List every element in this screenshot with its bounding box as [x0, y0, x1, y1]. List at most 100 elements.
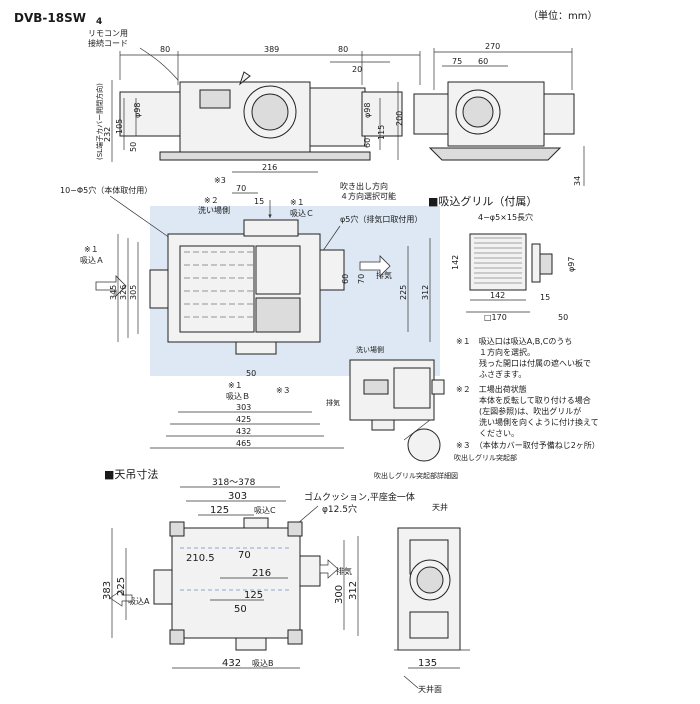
note3b-mark: ※３: [276, 386, 291, 395]
plan-intake-c-duct: [243, 219, 299, 237]
note1a-mark: ※１: [84, 245, 99, 254]
note1c-mark: ※１: [290, 198, 305, 207]
intake-b-label: 吸込Ｂ: [226, 392, 250, 401]
ceiling-face-label: 天井面: [418, 684, 442, 694]
plan-intake-a-duct: [149, 269, 169, 309]
ceiling-intake-a-duct: [153, 569, 173, 605]
cushion-tl: [169, 521, 185, 537]
ceiling-panel: [159, 151, 371, 161]
intake-grille: ■吸込グリル（付属） 4−φ5×15長穴 142 φ97 142 15 □170…: [428, 194, 576, 322]
plan-exhaust-duct: [319, 249, 345, 291]
inset-duct-right: [431, 379, 445, 395]
dim-60p: 60: [341, 274, 350, 284]
outlet-dir-2: ４方向選択可能: [340, 191, 396, 201]
grille-title: ■吸込グリル（付属）: [428, 194, 537, 208]
dim-465: 465: [236, 439, 251, 448]
model-title: DVB-18SW: [14, 11, 86, 25]
ceiling-intake-c: 吸込C: [254, 506, 276, 515]
dim-phi98: φ98: [133, 103, 142, 118]
remocon-label-1: リモコン用: [88, 29, 128, 38]
note3-top: ※3: [214, 176, 226, 185]
side-ceiling-panel: [428, 147, 562, 161]
rubber-label: ゴムクッション,平座金一体: [304, 491, 415, 503]
grille-slats: [474, 237, 522, 284]
dim-312: 312: [421, 285, 430, 300]
note-2: ※２ 工場出荷状態: [456, 384, 527, 394]
ceiling-label: 天井: [432, 502, 448, 512]
plan-label-plate: [255, 297, 301, 333]
note-2d: 洗い場側を向くように付け換えて: [479, 417, 599, 427]
dim-34: 34: [573, 176, 582, 186]
dim-80: 80: [160, 45, 170, 54]
holes-label: 10−Φ5穴（本体取付用）: [60, 185, 152, 195]
ceiling-intake-c-duct: [243, 517, 269, 529]
holes-leader: [109, 195, 171, 239]
dim-115: 115: [377, 125, 386, 140]
duct-left: [119, 91, 181, 137]
dim-50p: 50: [246, 369, 256, 378]
plan-view: 10−Φ5穴（本体取付用） ※3 ※２ 洗い場側 ※１ 吸込Ｃ 216 70 1…: [60, 163, 440, 449]
note-1c: 残った開口は付属の遮へい板で: [479, 358, 591, 368]
body-side-box: [309, 87, 366, 147]
dim-425: 425: [236, 415, 251, 424]
side-duct-left: [413, 93, 449, 135]
dim-135: 135: [418, 658, 437, 669]
dim-125c: 125: [210, 505, 229, 516]
grille-frame: [469, 233, 527, 291]
exhaust-arrow: [359, 255, 391, 277]
dim-389: 389: [264, 45, 279, 54]
outlet-dir-1: 吹き出し方向: [340, 181, 388, 191]
dim-phi98b: φ98: [363, 103, 372, 118]
dim-318-378: 318〜378: [212, 478, 256, 488]
note-1: ※１ 吸込口は吸込A,B,Cのうち: [456, 337, 572, 346]
intake-a-label: 吸込Ａ: [80, 256, 104, 265]
ceiling-side-bottom-duct: [409, 611, 449, 639]
intake-a-arrow: [95, 275, 127, 297]
dim-303: 303: [236, 403, 251, 412]
ceiling-exhaust-arrow: [319, 559, 339, 579]
inset-protrusion: 吹出しグリル突起部: [454, 453, 517, 462]
dim-15: 15: [254, 197, 264, 206]
round-duct-inner: [251, 93, 289, 131]
dim-70p: 70: [357, 274, 366, 284]
cushion-br: [287, 629, 303, 645]
exhaust-label: 排気: [376, 270, 392, 280]
note-1d: ふさぎます。: [479, 369, 526, 379]
plan-intake-b-duct: [235, 341, 277, 355]
grille-dim-170: □170: [484, 313, 507, 322]
dim-60s: 60: [478, 57, 488, 66]
dim-20: 20: [352, 65, 362, 74]
cushion-bl: [169, 629, 185, 645]
dim-200: 200: [395, 111, 404, 126]
duct-right: [361, 91, 403, 137]
sl-label: (SL端子カバー開閉方向): [95, 83, 104, 160]
notes: ※１ 吸込口は吸込A,B,Cのうち １方向を選択。 残った開口は付属の遮へい板で…: [456, 337, 600, 450]
dim-75: 75: [452, 57, 462, 66]
dim-225: 225: [399, 285, 408, 300]
dim-232: 232: [103, 127, 112, 142]
dim-210-5: 210.5: [186, 553, 215, 564]
dim-60: 60: [363, 138, 372, 148]
unit-label: （単位：mm）: [528, 9, 597, 22]
note-3: ※３ （本体カバー取付予備ねじ2ヶ所）: [456, 440, 600, 450]
cushion-tr: [287, 521, 303, 537]
ceiling-title: ■天吊寸法: [104, 467, 158, 481]
inset-grille: [393, 367, 431, 409]
inset-duct-bottom: [371, 419, 395, 431]
dim-216c: 216: [252, 568, 271, 579]
inset-exhaust: 排気: [326, 398, 340, 407]
dim-50: 50: [129, 142, 138, 152]
ceiling-exhaust-duct: [299, 555, 321, 587]
phi5-label: φ5穴（排気口取付用）: [340, 214, 422, 224]
plan-grille-left: [179, 245, 255, 333]
control-box: [199, 89, 231, 109]
grille-side-flange: [531, 243, 541, 283]
dim-125b: 125: [244, 590, 263, 601]
side-elevation: 270 75 60 34: [413, 42, 585, 186]
note1b-mark: ※１: [228, 381, 243, 390]
dim-305: 305: [129, 285, 138, 300]
ceiling-intake-b: 吸込B: [252, 659, 274, 668]
dim-303c: 303: [228, 491, 247, 502]
remocon-label-2: 接続コード: [88, 38, 128, 48]
side-round-inner: [462, 96, 494, 128]
